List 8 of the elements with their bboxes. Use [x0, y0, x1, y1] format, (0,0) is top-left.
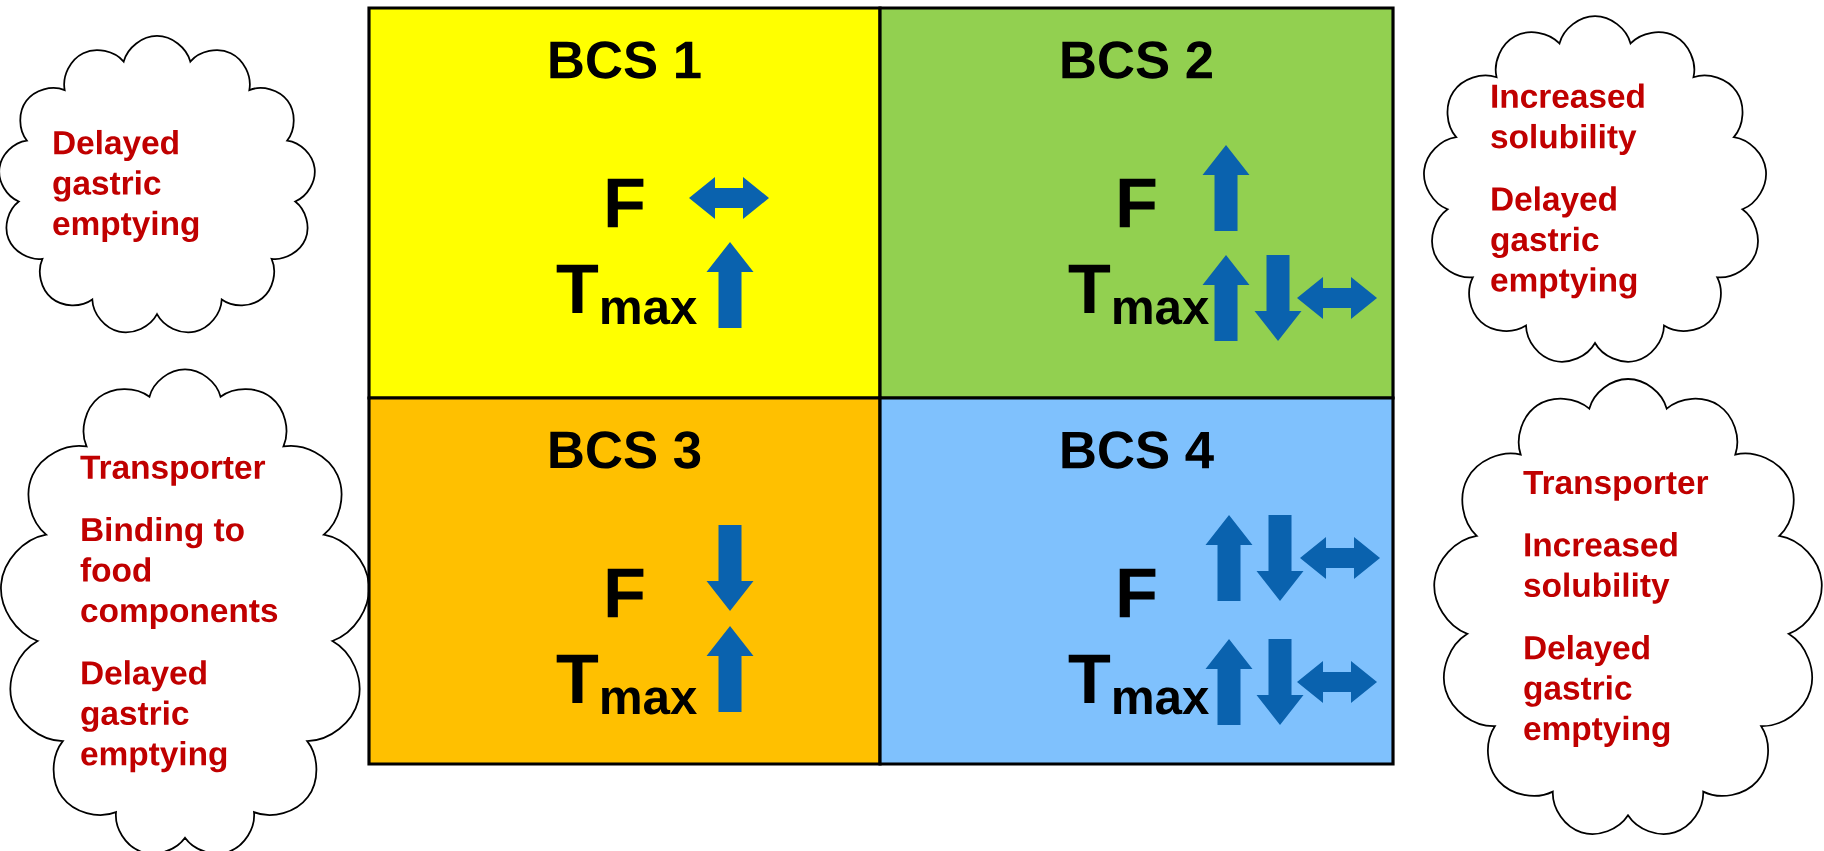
thought-cloud: Transporter Binding to food components Delayed gastric emptying [0, 368, 370, 851]
thought-cloud: Delayed gastric emptying [0, 35, 316, 334]
quadrant-box: BCS 3 F T$_{max}$ [367, 396, 882, 766]
thought-cloud: Increased solubility Delayed gastric emptying [1423, 15, 1767, 363]
quadrant-box: BCS 4 F T$_{max}$ [878, 396, 1395, 766]
quadrant-box: BCS 2 F T$_{max}$ [878, 6, 1395, 400]
thought-cloud: Transporter Increased solubility Delayed gastric emptying [1433, 378, 1823, 835]
quadrant-box: BCS 1 F T$_{max}$ [367, 6, 882, 400]
